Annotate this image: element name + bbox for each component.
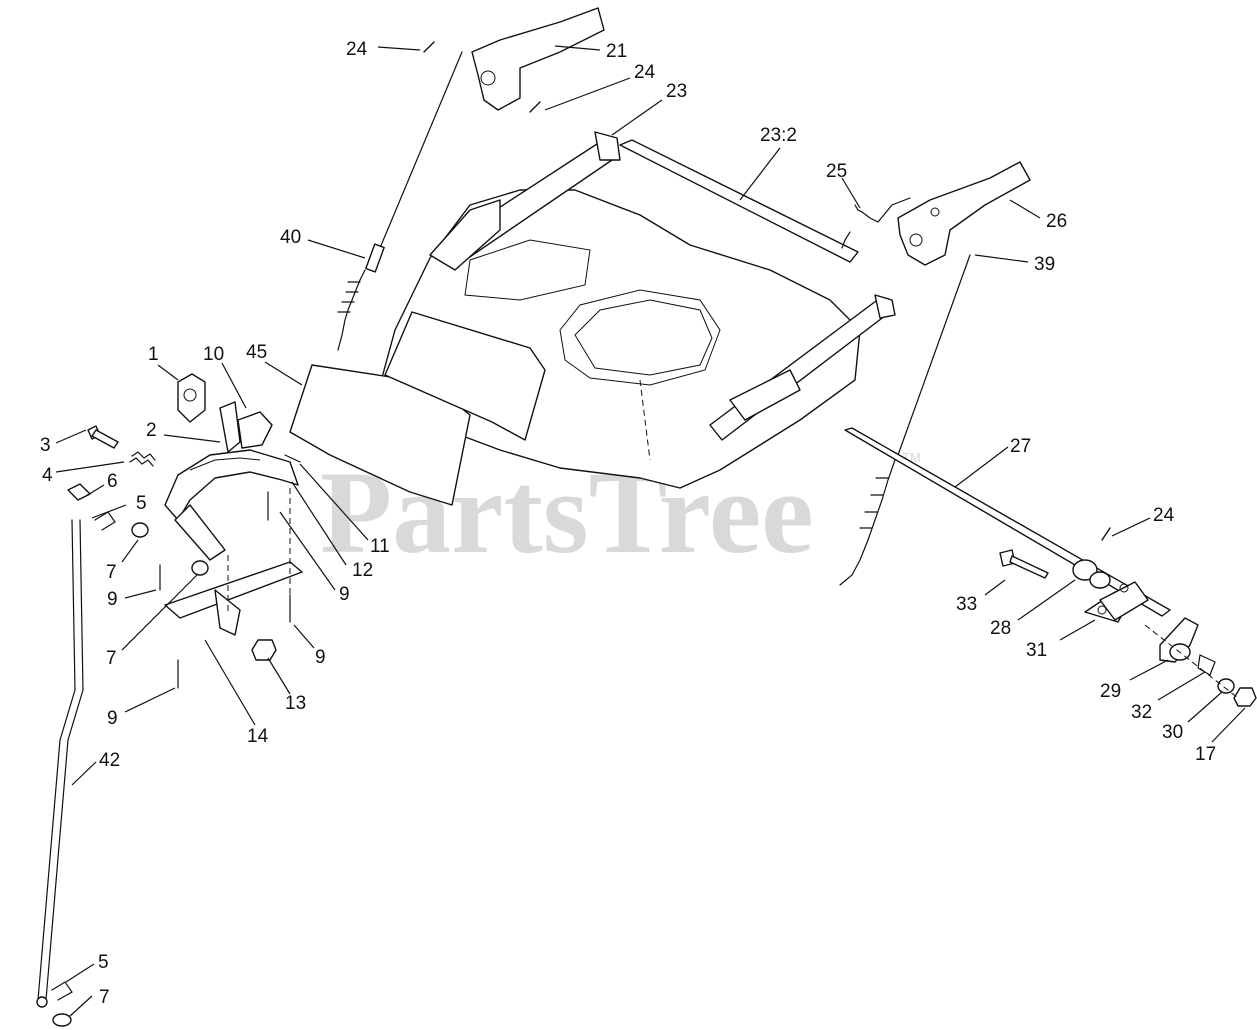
washer-30 [1217, 678, 1235, 694]
callout-label: 25 [826, 161, 847, 182]
left-handle-bar [429, 131, 621, 271]
callout-label: 11 [370, 536, 390, 557]
callout-label: 24 [1153, 505, 1175, 526]
knob-1 [177, 373, 206, 423]
pin-3 [87, 425, 119, 449]
cable-40 [337, 51, 463, 351]
pin-11 [284, 454, 301, 463]
callout-label: 9 [107, 708, 118, 729]
callout-label: 9 [107, 589, 118, 610]
right-grip-26 [897, 161, 1031, 266]
leader-lines [55, 45, 1246, 1017]
callout-label: 4 [42, 465, 53, 486]
callout-label: 32 [1131, 702, 1152, 723]
washer-7-lower [52, 1013, 72, 1027]
callout-label: 30 [1162, 722, 1183, 743]
callout-label: 7 [106, 648, 117, 669]
roll-pin-24-b [529, 101, 541, 113]
cable-39 [839, 254, 971, 586]
clip-5-upper [94, 511, 116, 531]
callout-label: 5 [98, 952, 109, 973]
lever-10 [219, 401, 273, 453]
callout-label: 28 [990, 618, 1011, 639]
chute-shaft-27 [844, 427, 1171, 617]
callout-label: 21 [606, 41, 627, 62]
callout-label: 14 [247, 726, 269, 747]
callout-label: 10 [203, 344, 224, 365]
rod-42 [36, 519, 84, 1008]
callout-label: 1 [148, 344, 159, 365]
callout-label: 17 [1195, 744, 1216, 765]
callout-label: 33 [956, 594, 977, 615]
callout-label: 7 [106, 562, 117, 583]
callout-label: 31 [1026, 640, 1047, 661]
callout-label: 9 [339, 584, 350, 605]
callout-label: 26 [1046, 211, 1067, 232]
callout-label: 6 [107, 471, 118, 492]
callout-labels: 24 21 24 23 23:2 25 26 39 40 1 10 45 3 2… [40, 39, 1216, 1008]
quadrant-plate-2 [164, 449, 299, 561]
callout-label: 45 [246, 342, 267, 363]
callout-label: 5 [136, 493, 147, 514]
callout-label: 12 [352, 560, 373, 581]
callout-label: 24 [634, 62, 656, 83]
cross-rod [619, 139, 859, 263]
screws-9 [159, 491, 291, 689]
callout-label: 2 [146, 420, 157, 441]
callout-label: 23:2 [760, 125, 797, 146]
spring-25 [841, 197, 911, 249]
callout-label: 29 [1100, 681, 1121, 702]
callout-label: 42 [99, 750, 120, 771]
callout-label: 23 [666, 81, 687, 102]
nut-17 [1233, 687, 1257, 707]
callout-label: 39 [1034, 254, 1055, 275]
bolt-33 [999, 549, 1049, 579]
spring-4 [129, 451, 156, 467]
spring-washer-32 [1197, 654, 1216, 676]
callout-label: 40 [280, 227, 301, 248]
clip-5-lower [51, 981, 73, 1001]
washer-7-mid [191, 560, 209, 576]
nut-13 [251, 639, 277, 661]
ferrule-6 [67, 483, 91, 501]
bushing-28 [1072, 559, 1111, 589]
callout-label: 9 [315, 647, 326, 668]
decal-panel [289, 311, 546, 506]
callout-label: 13 [285, 693, 306, 714]
crank-29 [1159, 617, 1199, 663]
callout-label: 7 [99, 987, 110, 1008]
roll-pin-24-a [423, 41, 435, 53]
callout-label: 27 [1010, 436, 1031, 457]
chute-bracket-31 [1084, 581, 1149, 623]
roll-pin-24-c [1101, 527, 1111, 541]
bracket-14 [164, 561, 303, 636]
washer-7-upper [131, 522, 149, 538]
right-handle-bar [709, 294, 896, 441]
callout-label: 3 [40, 435, 51, 456]
callout-label: 24 [346, 39, 368, 60]
left-grip-21 [471, 7, 605, 111]
